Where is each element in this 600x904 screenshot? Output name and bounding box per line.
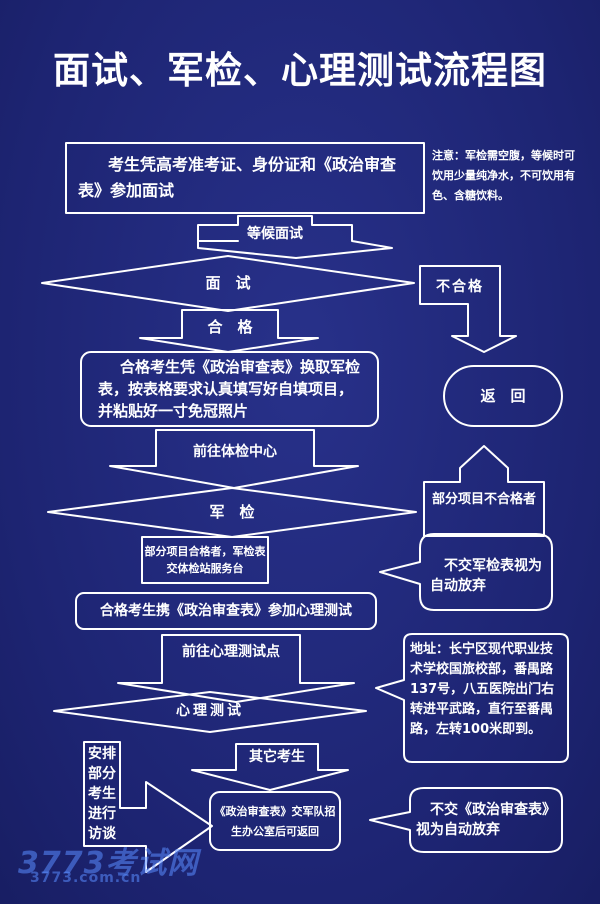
fail-label: 不合格 [436, 279, 484, 295]
arrow-partial-pass [141, 536, 269, 584]
interview-arrange-label: 安排部分考生进行访谈 [88, 746, 116, 842]
other-students-label: 其它考生 [249, 749, 305, 765]
arrow-qualified [139, 309, 319, 353]
return-box [443, 365, 563, 427]
callout-no-submit-political [369, 787, 563, 853]
medical-label: 军 检 [209, 503, 255, 521]
no-submit-political-text: 不交《政治审查表》视为自动放弃 [416, 802, 556, 838]
interview-diamond [41, 255, 415, 312]
interview-label: 面 试 [205, 274, 251, 292]
wait-interview-label: 等候面试 [247, 226, 303, 242]
arrow-interview-arrange [83, 741, 213, 873]
return-label: 返 回 [480, 387, 526, 405]
callout-address [375, 633, 569, 763]
exchange-box [80, 351, 379, 427]
psych-diamond [53, 691, 367, 733]
start-text: 考生凭高考准考证、身份证和《政治审查表》参加面试 [78, 155, 397, 200]
callout-no-submit-medical [379, 533, 553, 611]
psych-test-label: 心理测试 [176, 703, 244, 719]
submit-political-box [209, 791, 341, 851]
partial-pass-label: 部分项目合格者，军检表交体检站服务台 [144, 545, 266, 575]
address-text: 地址：长宁区现代职业技术学校国旅校部，番禺路137号，八五医院出门右转进平武路，… [410, 642, 555, 737]
qualified-label: 合 格 [207, 318, 253, 336]
psych-prep-box [75, 592, 377, 630]
arrow-other-students [191, 743, 349, 791]
arrow-go-medical [109, 429, 359, 489]
exchange-text: 合格考生凭《政治审查表》换取军检表，按表格要求认真填写好自填项目，并粘贴好一寸免… [98, 358, 361, 420]
arrow-go-psych [117, 634, 355, 703]
arrow-wait-interview [197, 215, 393, 259]
partial-fail-label: 部分项目不合格者 [431, 492, 536, 507]
go-medical-label: 前往体检中心 [193, 444, 277, 460]
note-text: 注意：军检需空腹，等候时可饮用少量纯净水，不可饮用有色、含糖饮料。 [432, 149, 575, 202]
watermark-url: 3773.com.cn [30, 870, 142, 886]
arrow-fail [419, 265, 517, 353]
submit-political-text: 《政治审查表》交军队招生办公室后可返回 [214, 805, 336, 838]
medical-diamond [47, 487, 417, 538]
no-submit-medical-text: 不交军检表视为自动放弃 [430, 558, 542, 594]
watermark-logo: 3773考试网 [18, 846, 199, 881]
arrow-partial-fail [423, 445, 545, 537]
start-box [65, 142, 425, 214]
page-title: 面试、军检、心理测试流程图 [53, 49, 547, 92]
go-psych-label: 前往心理测试点 [182, 644, 280, 660]
psych-prep-text: 合格考生携《政治审查表》参加心理测试 [100, 603, 352, 619]
